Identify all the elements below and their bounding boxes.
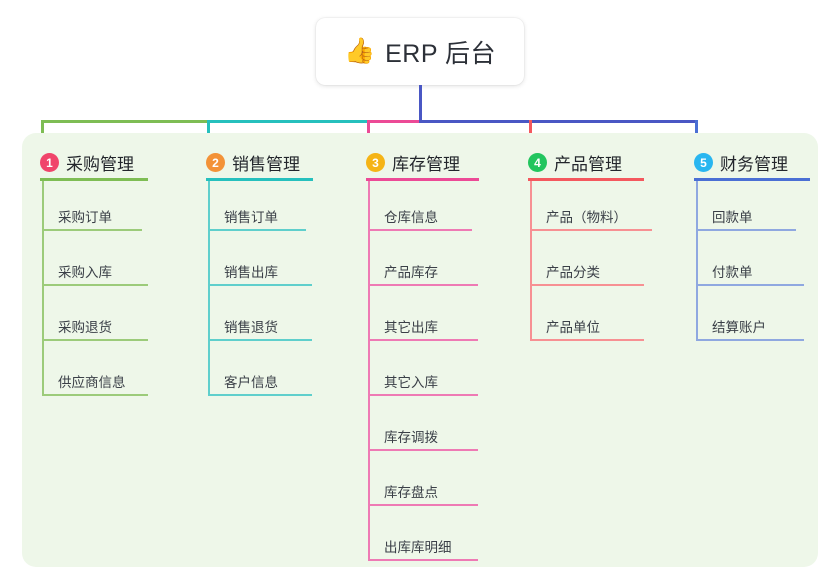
connector-segment xyxy=(367,120,421,123)
module-leaf-underline xyxy=(368,449,478,451)
module-spine xyxy=(696,181,698,341)
module-leaf-underline xyxy=(42,339,148,341)
module-leaf-underline xyxy=(42,229,142,231)
module-spine xyxy=(208,181,210,396)
module-header-underline xyxy=(206,178,313,181)
module-leaf-label: 产品库存 xyxy=(384,265,438,280)
connector-segment xyxy=(419,120,698,123)
module-leaf-underline xyxy=(208,284,312,286)
module-leaf-item[interactable]: 仓库信息 xyxy=(368,176,472,231)
module-title: 产品管理 xyxy=(554,155,622,174)
module-leaf-item[interactable]: 产品分类 xyxy=(530,231,644,286)
module-leaf-item[interactable]: 产品库存 xyxy=(368,231,478,286)
module-leaf-underline xyxy=(368,284,478,286)
module-title: 销售管理 xyxy=(232,155,300,174)
module-leaf-label: 采购退货 xyxy=(58,320,112,335)
module-leaf-underline xyxy=(368,394,478,396)
connector-segment xyxy=(207,120,367,123)
module-leaf-label: 其它出库 xyxy=(384,320,438,335)
module-leaf-label: 库存盘点 xyxy=(384,485,438,500)
module-leaf-underline xyxy=(42,284,148,286)
module-leaf-underline xyxy=(368,229,472,231)
module-header-5[interactable]: 5 财务管理 xyxy=(694,150,788,175)
module-leaf-item[interactable]: 销售出库 xyxy=(208,231,312,286)
module-number-badge: 1 xyxy=(40,153,59,172)
module-header-3[interactable]: 3 库存管理 xyxy=(366,150,460,175)
module-number-badge: 5 xyxy=(694,153,713,172)
module-leaf-label: 客户信息 xyxy=(224,375,278,390)
module-leaf-label: 销售退货 xyxy=(224,320,278,335)
modules-panel xyxy=(22,133,818,567)
connector-segment xyxy=(41,120,207,123)
module-leaf-item[interactable]: 供应商信息 xyxy=(42,341,148,396)
module-title: 财务管理 xyxy=(720,155,788,174)
module-leaf-item[interactable]: 产品单位 xyxy=(530,286,644,341)
module-title: 采购管理 xyxy=(66,155,134,174)
module-leaf-label: 仓库信息 xyxy=(384,210,438,225)
module-leaf-item[interactable]: 采购退货 xyxy=(42,286,148,341)
module-leaf-label: 结算账户 xyxy=(712,320,766,335)
module-leaf-label: 付款单 xyxy=(712,265,753,280)
module-leaf-label: 出库库明细 xyxy=(384,540,452,555)
module-leaf-item[interactable]: 出库库明细 xyxy=(368,506,478,561)
module-leaf-underline xyxy=(530,339,644,341)
module-leaf-underline xyxy=(208,229,306,231)
module-leaf-underline xyxy=(368,504,478,506)
module-leaf-label: 库存调拨 xyxy=(384,430,438,445)
module-header-underline xyxy=(40,178,148,181)
module-leaf-item[interactable]: 销售退货 xyxy=(208,286,312,341)
module-leaf-item[interactable]: 库存调拨 xyxy=(368,396,478,451)
module-leaf-item[interactable]: 回款单 xyxy=(696,176,796,231)
module-leaf-label: 产品（物料） xyxy=(546,210,627,225)
module-leaf-label: 供应商信息 xyxy=(58,375,126,390)
module-leaf-underline xyxy=(696,229,796,231)
module-leaf-underline xyxy=(696,284,804,286)
module-leaf-label: 销售订单 xyxy=(224,210,278,225)
module-leaf-item[interactable]: 客户信息 xyxy=(208,341,312,396)
module-number-badge: 3 xyxy=(366,153,385,172)
module-header-4[interactable]: 4 产品管理 xyxy=(528,150,622,175)
module-leaf-label: 销售出库 xyxy=(224,265,278,280)
module-leaf-underline xyxy=(530,229,652,231)
module-leaf-underline xyxy=(42,394,148,396)
module-header-underline xyxy=(694,178,810,181)
module-spine xyxy=(368,181,370,561)
module-spine xyxy=(42,181,44,396)
module-leaf-item[interactable]: 产品（物料） xyxy=(530,176,652,231)
module-leaf-underline xyxy=(530,284,644,286)
module-leaf-underline xyxy=(368,559,478,561)
connector-segment xyxy=(419,85,422,123)
module-leaf-underline xyxy=(368,339,478,341)
module-number-badge: 2 xyxy=(206,153,225,172)
module-leaf-underline xyxy=(696,339,804,341)
module-header-underline xyxy=(528,178,644,181)
module-leaf-item[interactable]: 销售订单 xyxy=(208,176,306,231)
module-leaf-underline xyxy=(208,394,312,396)
module-leaf-item[interactable]: 库存盘点 xyxy=(368,451,478,506)
root-node-label: ERP 后台 xyxy=(385,39,497,68)
module-leaf-label: 产品分类 xyxy=(546,265,600,280)
module-leaf-item[interactable]: 其它入库 xyxy=(368,341,478,396)
module-leaf-label: 采购订单 xyxy=(58,210,112,225)
thumbs-up-icon: 👍 xyxy=(343,37,376,65)
root-node-erp-backend[interactable]: 👍 ERP 后台 xyxy=(316,18,524,85)
module-leaf-label: 产品单位 xyxy=(546,320,600,335)
module-leaf-item[interactable]: 采购订单 xyxy=(42,176,142,231)
module-title: 库存管理 xyxy=(392,155,460,174)
module-leaf-item[interactable]: 其它出库 xyxy=(368,286,478,341)
module-header-underline xyxy=(366,178,479,181)
module-leaf-item[interactable]: 结算账户 xyxy=(696,286,804,341)
module-leaf-label: 其它入库 xyxy=(384,375,438,390)
module-leaf-label: 回款单 xyxy=(712,210,753,225)
module-leaf-underline xyxy=(208,339,312,341)
module-header-1[interactable]: 1 采购管理 xyxy=(40,150,134,175)
module-spine xyxy=(530,181,532,341)
module-leaf-item[interactable]: 付款单 xyxy=(696,231,804,286)
module-leaf-label: 采购入库 xyxy=(58,265,112,280)
module-header-2[interactable]: 2 销售管理 xyxy=(206,150,300,175)
module-leaf-item[interactable]: 采购入库 xyxy=(42,231,148,286)
module-number-badge: 4 xyxy=(528,153,547,172)
